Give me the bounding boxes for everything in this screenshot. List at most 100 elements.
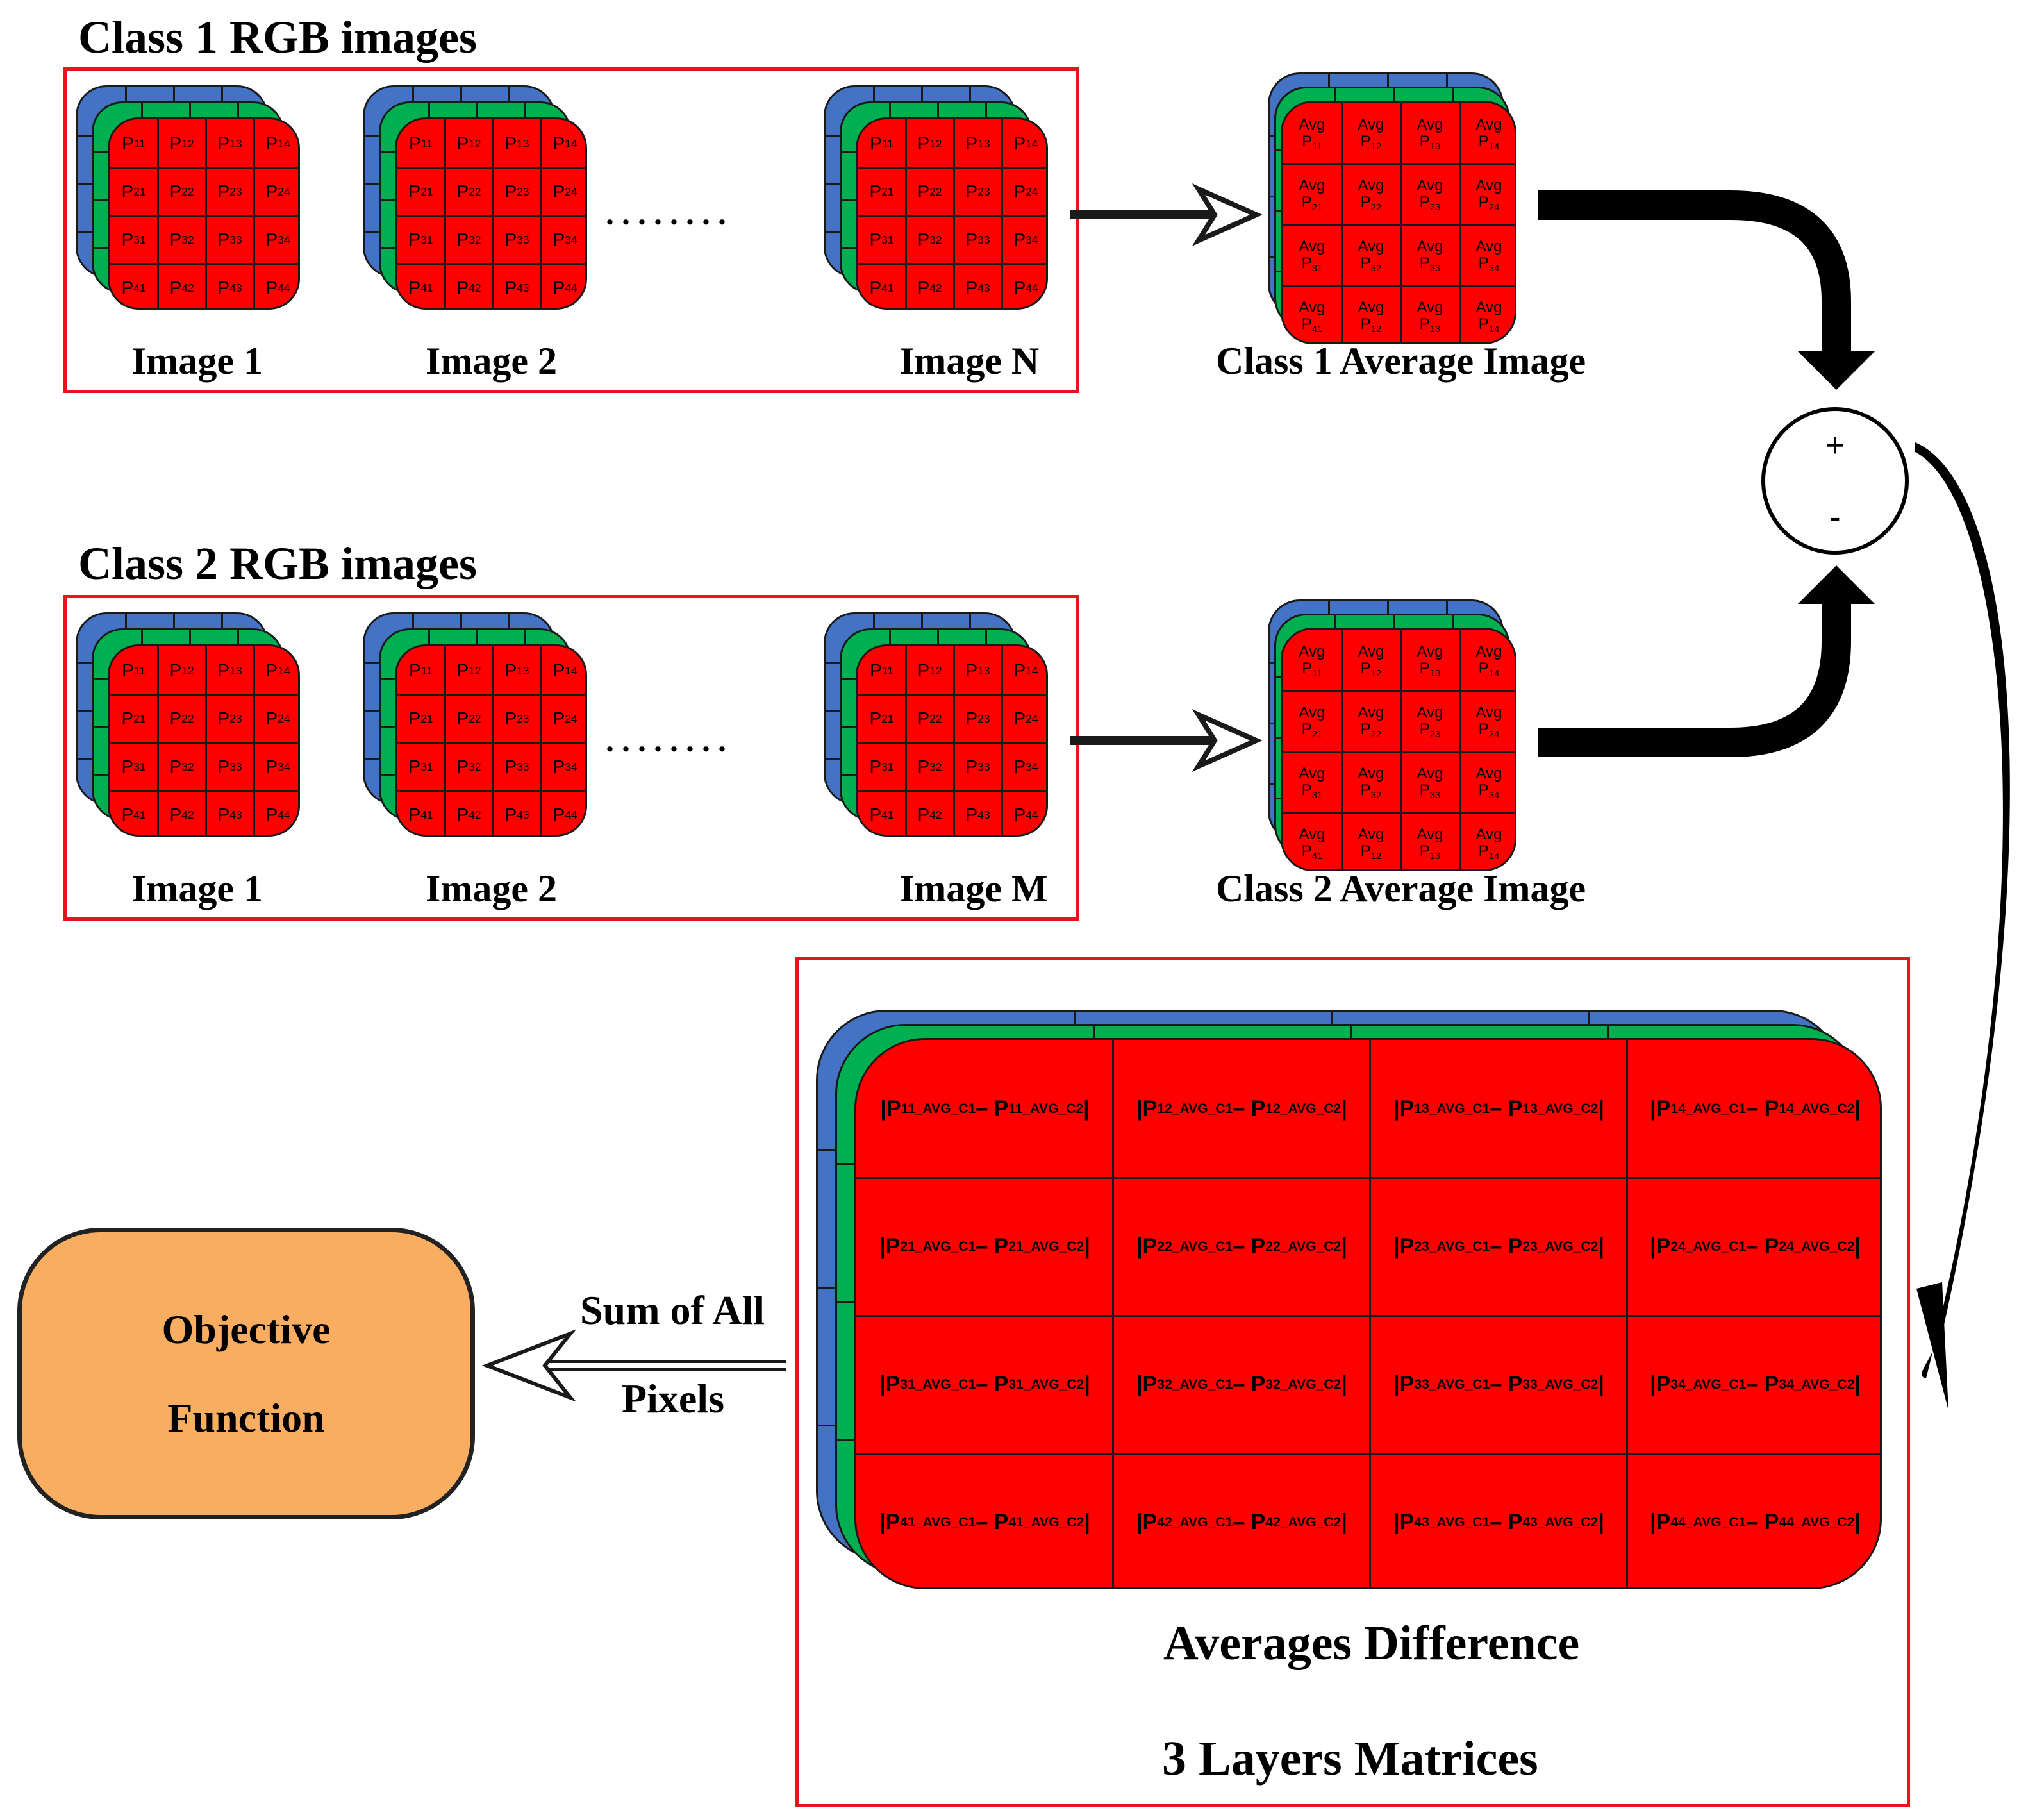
objective-line-1: Objective [162, 1306, 331, 1352]
subtraction-operator: + - [1761, 407, 1909, 555]
class1-average-arrow [1070, 183, 1263, 246]
grid-line [205, 646, 207, 835]
grid-line [858, 263, 1046, 265]
grid-line [492, 119, 494, 308]
objective-line-2: Function [167, 1394, 325, 1441]
grid-line [858, 694, 1046, 696]
class2-image-m-label: Image M [899, 867, 1048, 910]
grid-line [1112, 1040, 1114, 1587]
class2-to-operator-arrow [1538, 565, 1875, 757]
grid-line [905, 119, 907, 308]
grid-line [953, 646, 955, 835]
grid-line [1459, 630, 1461, 869]
grid-line [110, 694, 298, 696]
grid-line [1341, 103, 1343, 342]
grid-line [1283, 163, 1515, 165]
grid-line [253, 646, 255, 835]
grid-line [444, 119, 446, 308]
class1-ellipsis: ........ [606, 196, 734, 232]
grid-line [444, 646, 446, 835]
grid-line [1626, 1040, 1628, 1587]
class1-image-n-label: Image N [899, 340, 1040, 382]
grid-line [1369, 1040, 1371, 1587]
grid-line [205, 119, 207, 308]
difference-label-bottom: 3 Layers Matrices [1162, 1732, 1538, 1786]
grid-line [1341, 630, 1343, 869]
plus-sign: + [1825, 427, 1845, 464]
grid-line [540, 119, 542, 308]
grid-line [492, 646, 494, 835]
objective-function: Objective Function [17, 1228, 475, 1519]
difference-frame [795, 957, 1910, 1807]
grid-line [858, 167, 1046, 169]
grid-line [1001, 646, 1003, 835]
